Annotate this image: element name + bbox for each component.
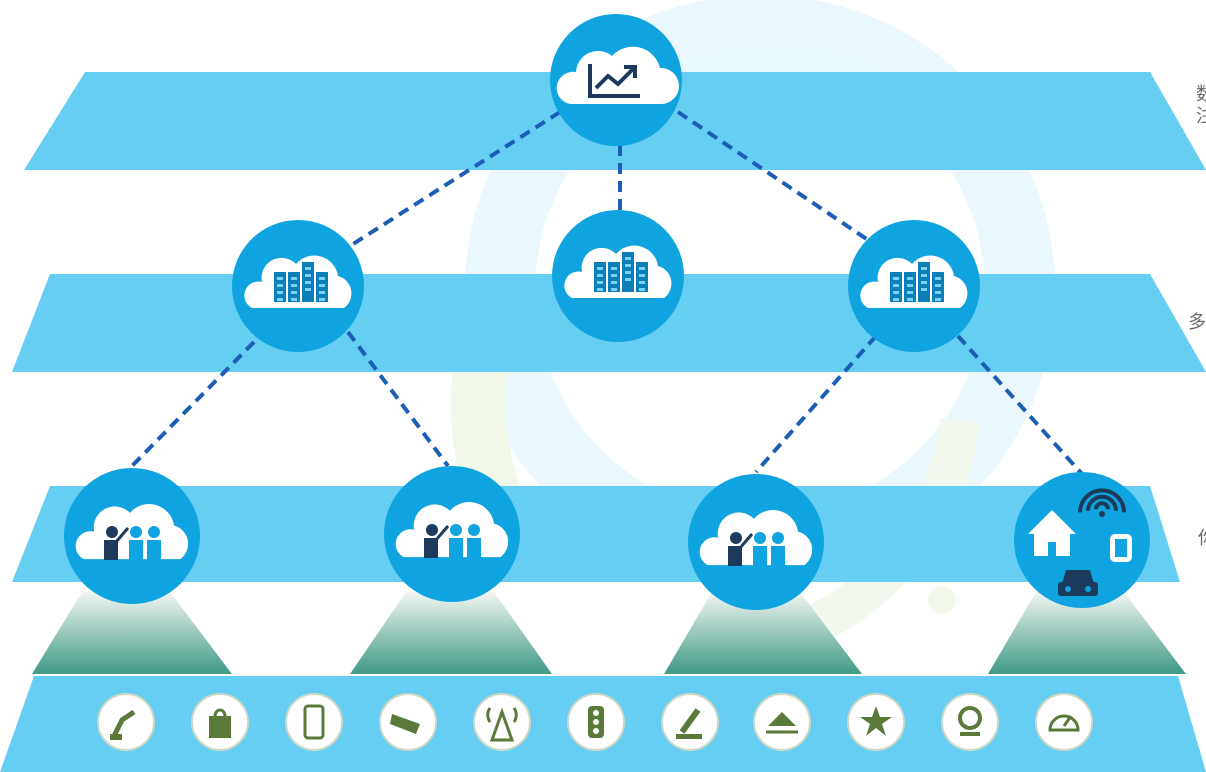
edge-label-top: 数注 xyxy=(1196,84,1206,128)
layer-band-bottom xyxy=(12,486,1180,582)
edge-label-top-line2: 注 xyxy=(1196,106,1206,127)
connector-midleft-to-bottom-2 xyxy=(346,330,450,468)
traffic-light-icon[interactable] xyxy=(567,693,625,751)
cloud-people-icon xyxy=(395,502,509,558)
radio-tower-icon[interactable] xyxy=(473,693,531,751)
connector-top-to-mid-right xyxy=(676,110,870,242)
node-middle-3[interactable] xyxy=(848,220,980,352)
edge-label-middle: 多 xyxy=(1188,312,1206,333)
robot-arm-icon[interactable] xyxy=(97,693,155,751)
pedestal-1 xyxy=(32,592,232,674)
shopping-bag-icon[interactable] xyxy=(191,693,249,751)
microscope-icon[interactable] xyxy=(661,693,719,751)
speedometer-icon[interactable] xyxy=(1035,693,1093,751)
pedestal-4 xyxy=(988,592,1186,674)
node-bottom-3[interactable] xyxy=(688,474,824,610)
pedestal-3 xyxy=(664,592,862,674)
train-icon[interactable] xyxy=(753,693,811,751)
cloud-server-icon xyxy=(244,255,352,308)
cloud-people-icon xyxy=(75,504,189,560)
cloud-server-icon xyxy=(860,255,968,308)
node-bottom-1[interactable] xyxy=(64,468,200,604)
connector-midright-to-bottom-3 xyxy=(754,334,878,474)
pedestal-2 xyxy=(350,592,552,674)
smart-home-devices-icon xyxy=(1028,488,1132,596)
smartphone-icon[interactable] xyxy=(285,693,343,751)
edge-label-bottom: 你 xyxy=(1198,528,1206,550)
node-middle-1[interactable] xyxy=(232,220,364,352)
webcam-icon[interactable] xyxy=(941,693,999,751)
connector-midleft-to-bottom-1 xyxy=(128,340,256,470)
cloud-people-icon xyxy=(699,510,813,566)
edge-label-top-line1: 数 xyxy=(1196,84,1206,105)
police-badge-icon[interactable] xyxy=(847,693,905,751)
node-top[interactable] xyxy=(550,14,682,146)
cloud-server-icon xyxy=(564,245,672,298)
security-camera-icon[interactable] xyxy=(379,693,437,751)
node-middle-2[interactable] xyxy=(552,210,684,342)
cloud-analytics-icon xyxy=(556,46,680,104)
node-bottom-2[interactable] xyxy=(384,466,520,602)
node-bottom-4[interactable] xyxy=(1014,472,1150,608)
connector-midright-to-bottom-4 xyxy=(956,334,1084,476)
connector-top-to-mid-left xyxy=(348,110,562,248)
